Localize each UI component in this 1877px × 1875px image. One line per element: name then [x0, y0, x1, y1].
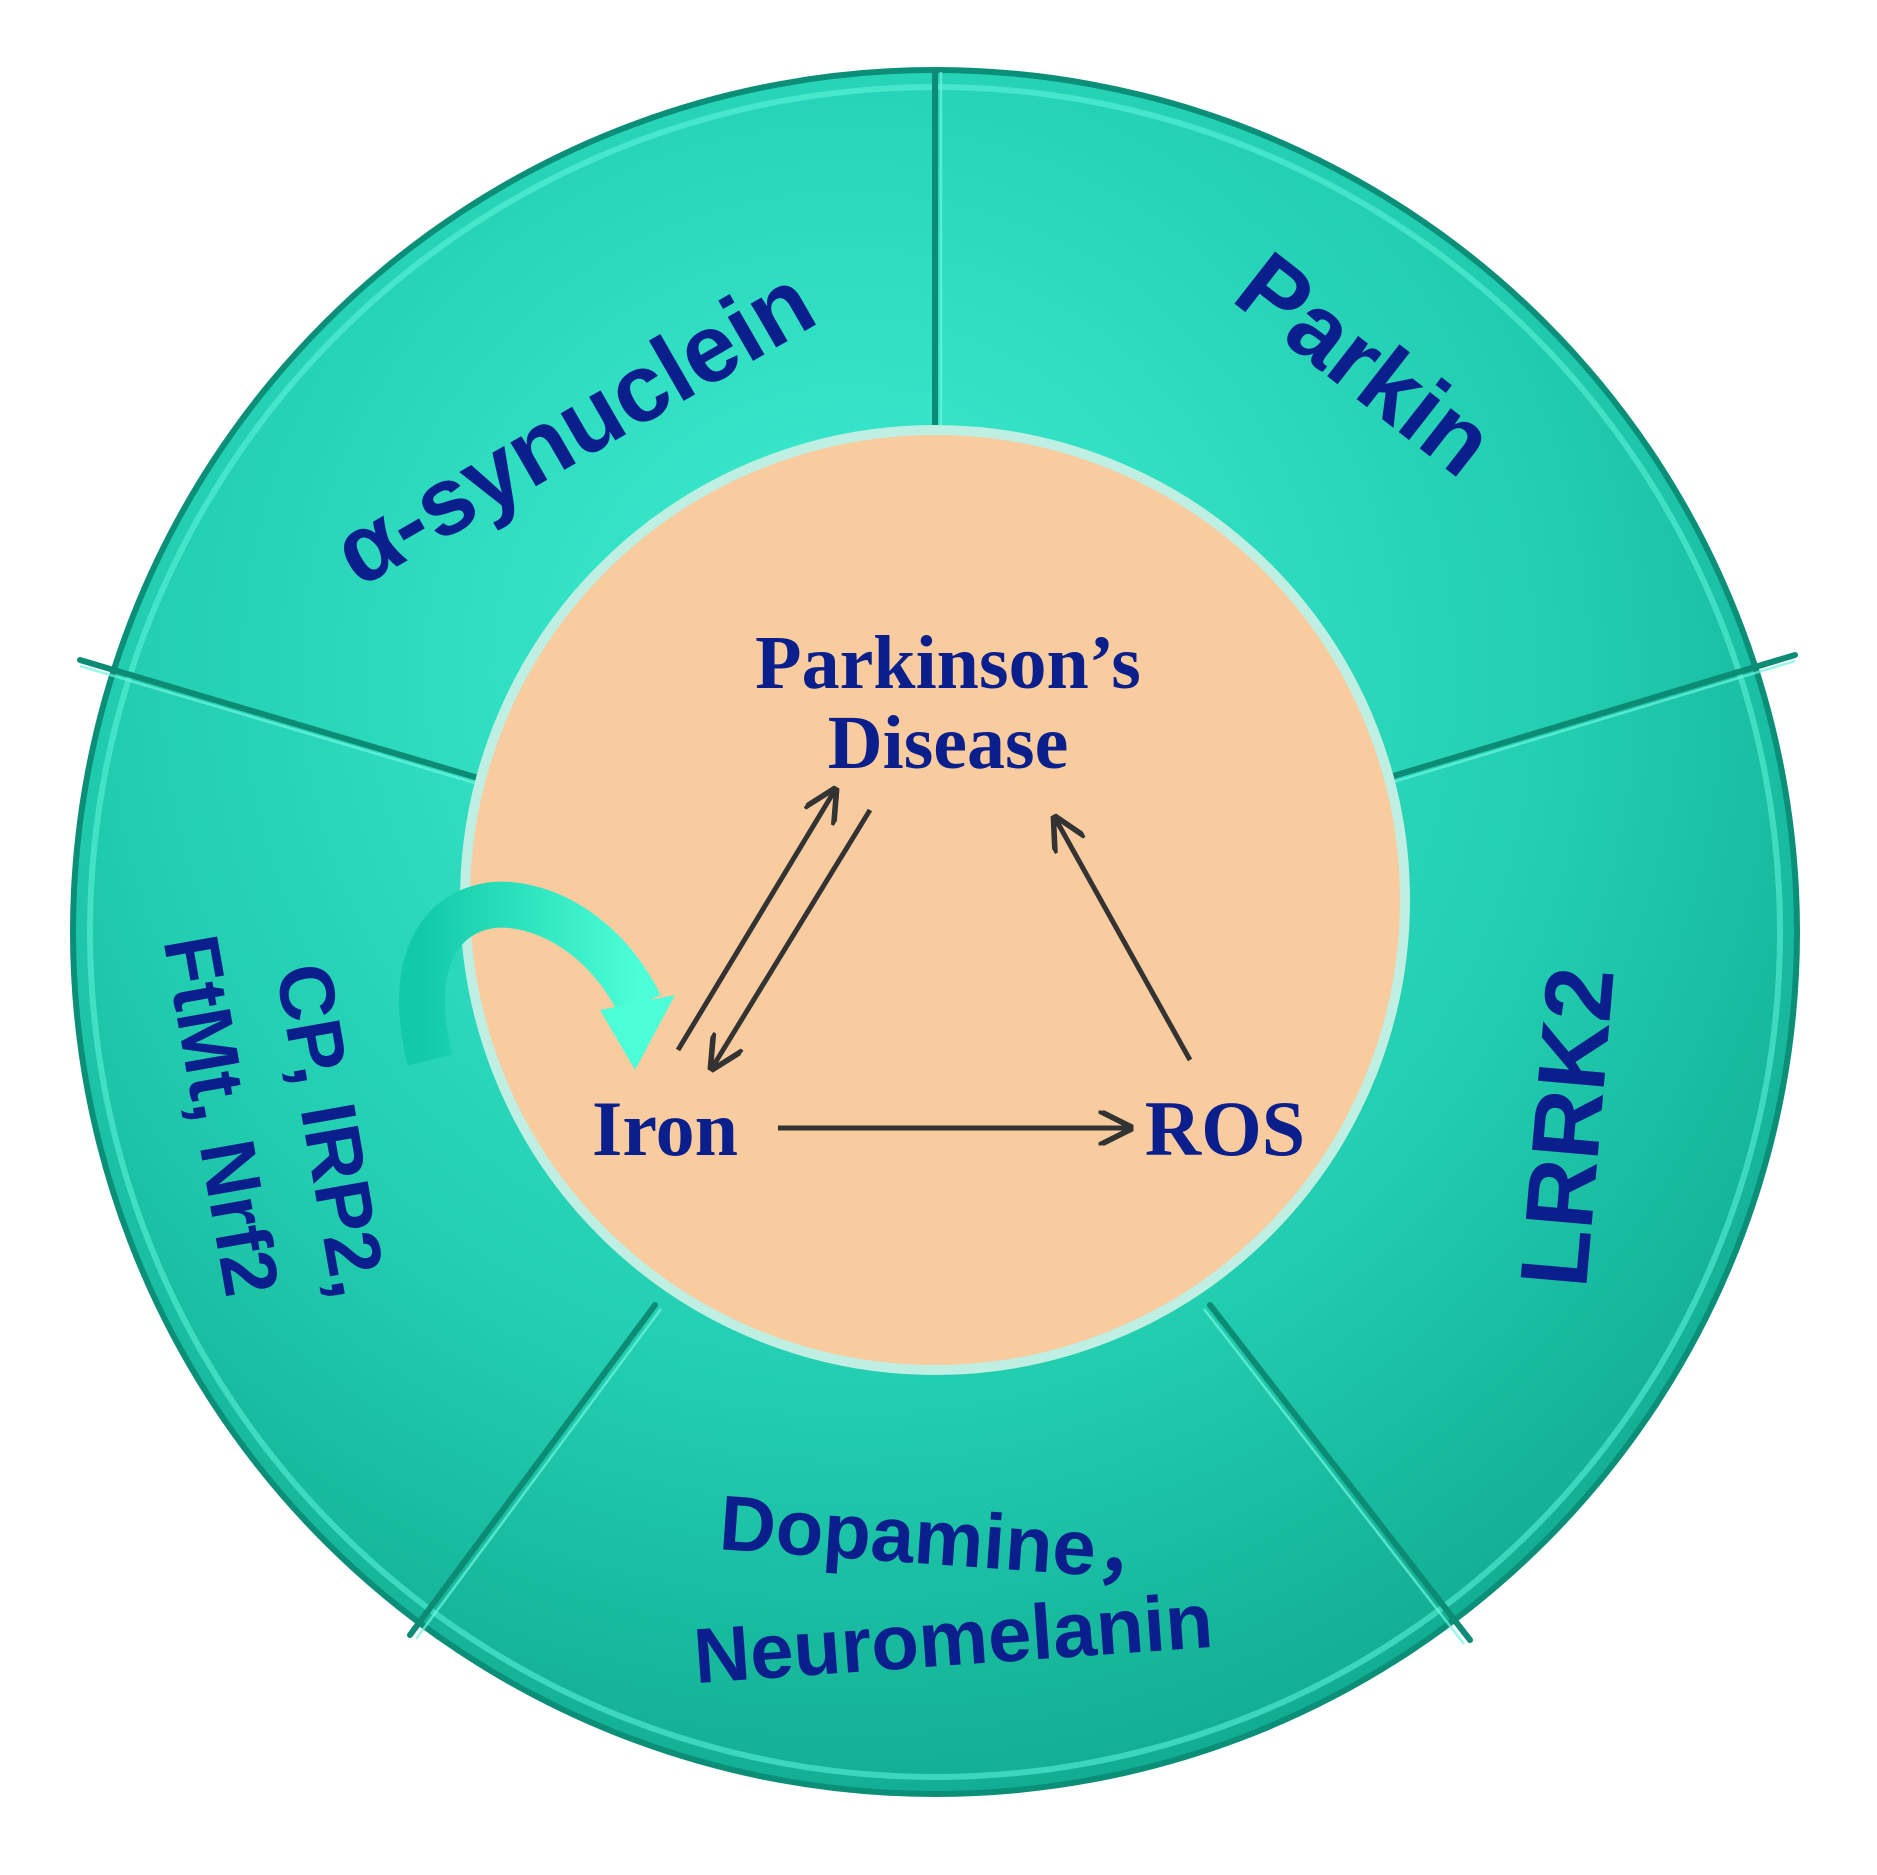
- divider-right: [1377, 652, 1798, 783]
- label-parkinsons: Parkinson’s: [755, 621, 1141, 705]
- label-ros: ROS: [1145, 1085, 1305, 1172]
- cycle-arrows: [675, 790, 1193, 1128]
- arrow-iron-to-pd: [675, 790, 835, 1052]
- curved-arrow-head-icon: [600, 995, 675, 1070]
- divider-left: [77, 657, 488, 783]
- label-disease: Disease: [828, 701, 1069, 785]
- arrow-pd-to-iron: [712, 808, 873, 1068]
- divider-bottom-right: [1207, 1302, 1473, 1643]
- arrow-ros-to-pd: [1055, 818, 1193, 1062]
- divider-bottom-left: [407, 1302, 658, 1638]
- center-circle: [460, 425, 1410, 1375]
- curved-arrow-icon: [398, 881, 661, 1066]
- label-iron: Iron: [592, 1085, 738, 1172]
- segment-dividers: [77, 69, 1798, 1643]
